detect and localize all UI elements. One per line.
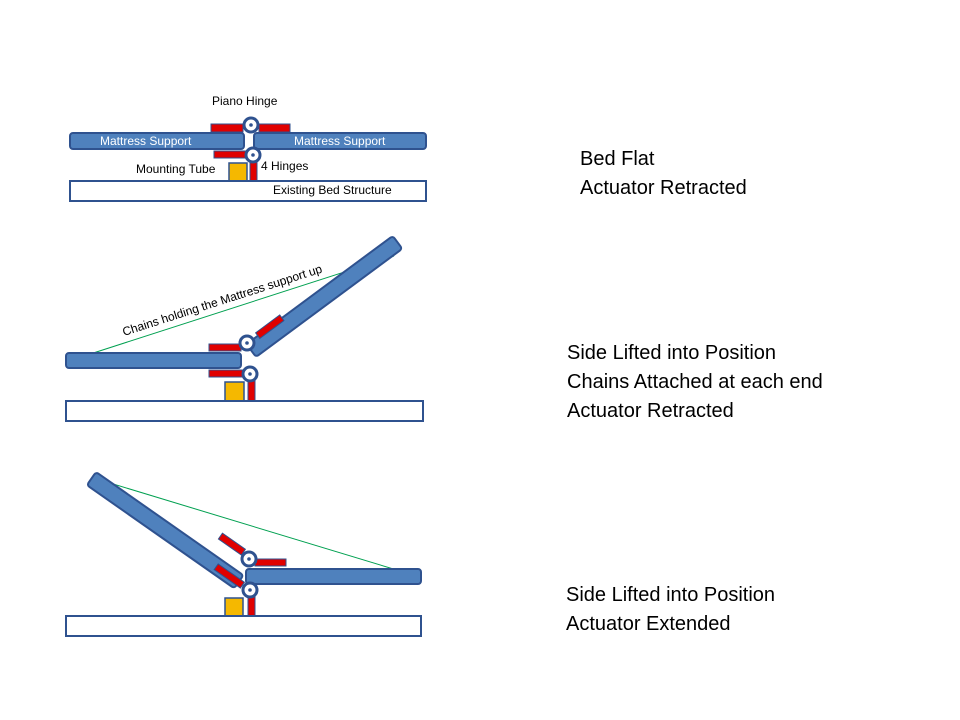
- mattress-support-lifted: [246, 236, 403, 357]
- piano-hinge-arm-lifted: [217, 532, 247, 556]
- stage-1-caption: Bed Flat Actuator Retracted: [580, 145, 747, 203]
- piano-hinge-arm-lifted: [254, 314, 285, 340]
- caption-line: Actuator Retracted: [580, 177, 747, 199]
- mattress-support-right: [253, 132, 427, 150]
- stage-2-caption: Side Lifted into Position Chains Attache…: [567, 339, 823, 426]
- caption-line: Side Lifted into Position: [566, 584, 776, 606]
- stage-3-lifted-extended: [65, 472, 422, 637]
- caption-line: Chains Attached at each end: [567, 371, 823, 393]
- stage-1-flat: Piano Hinge Mattress Support Mattress Su…: [69, 94, 427, 202]
- mattress-support-flat: [65, 352, 242, 369]
- mounting-tube: [224, 381, 245, 402]
- mattress-support-left-label: Mattress Support: [100, 134, 192, 148]
- four-hinges-label: 4 Hinges: [261, 159, 308, 173]
- caption-line: Bed Flat: [580, 148, 655, 170]
- existing-bed-structure: [69, 180, 427, 202]
- mounting-tube-label: Mounting Tube: [136, 162, 216, 176]
- caption-line: Actuator Extended: [566, 613, 731, 635]
- mounting-tube: [228, 162, 248, 182]
- stage-2-lifted-retracted: Chains holding the Mattress support up: [65, 236, 424, 422]
- lower-hinge-arm: [213, 150, 247, 159]
- piano-hinge-arm-left: [210, 123, 244, 133]
- piano-hinge-arm-flat: [208, 343, 242, 352]
- support-chain: [99, 479, 401, 572]
- mounting-tube: [224, 597, 244, 617]
- mattress-support-flat: [245, 568, 422, 585]
- piano-hinge-label: Piano Hinge: [212, 94, 278, 108]
- mattress-support-left: [69, 132, 245, 150]
- piano-hinge-arm-right: [258, 123, 291, 133]
- existing-bed-structure: [65, 615, 422, 637]
- stage-3-caption: Side Lifted into Position Actuator Exten…: [566, 581, 775, 639]
- existing-bed-structure: [65, 400, 424, 422]
- mattress-support-right-label: Mattress Support: [294, 134, 386, 148]
- caption-line: Side Lifted into Position: [567, 342, 777, 364]
- lower-hinge-arm: [213, 563, 246, 589]
- bed-structure-label: Existing Bed Structure: [273, 183, 392, 197]
- piano-hinge-arm-flat: [254, 558, 287, 567]
- caption-line: Actuator Retracted: [567, 400, 734, 422]
